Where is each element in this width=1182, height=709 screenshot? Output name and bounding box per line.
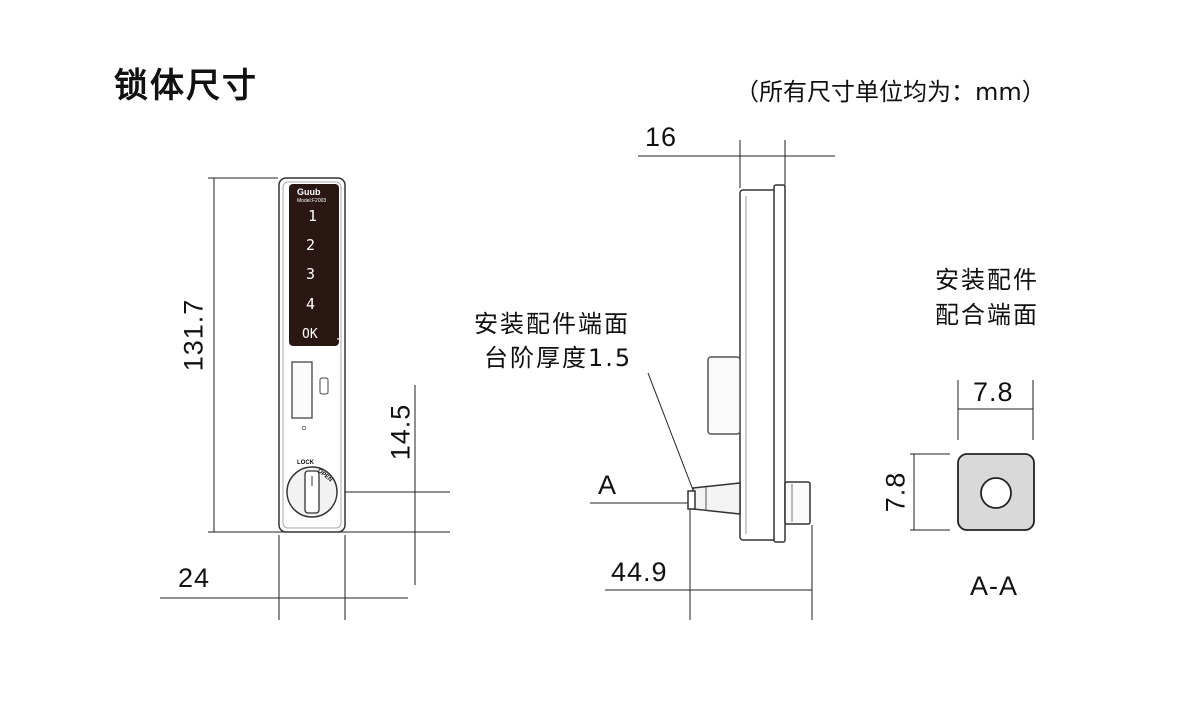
dim-total-44-9: 44.9 bbox=[611, 557, 668, 587]
dim-knob-14-5: 14.5 bbox=[385, 403, 416, 461]
lock-front-view bbox=[278, 177, 346, 533]
section-dim-width: 7.8 bbox=[973, 377, 1014, 407]
knob-handle bbox=[304, 470, 320, 514]
front-dimension-lines bbox=[160, 177, 450, 620]
section-hole bbox=[980, 477, 1012, 509]
callout-line-2: 台阶厚度1.5 bbox=[484, 344, 633, 372]
dim-depth-16: 16 bbox=[645, 122, 678, 152]
side-dimension-lines bbox=[590, 140, 835, 620]
key-2: 2 bbox=[306, 236, 316, 254]
page-title: 锁体尺寸 bbox=[114, 66, 258, 106]
lock-side-view bbox=[687, 184, 811, 543]
dim-height-131-7: 131.7 bbox=[178, 298, 209, 372]
section-marker-a: A bbox=[598, 470, 618, 500]
keypad-panel bbox=[289, 184, 339, 346]
key-4: 4 bbox=[306, 295, 316, 313]
brand-logo: Guub bbox=[297, 187, 321, 197]
dim-width-24: 24 bbox=[178, 563, 211, 593]
key-slot bbox=[291, 361, 313, 419]
callout-line-1: 安装配件端面 bbox=[474, 310, 630, 338]
section-label-2: 配合端面 bbox=[935, 301, 1039, 329]
key-ok: OK bbox=[302, 327, 318, 342]
section-caption: A-A bbox=[970, 571, 1019, 601]
indicator-window bbox=[319, 377, 329, 395]
section-dim-height: 7.8 bbox=[880, 471, 911, 513]
model-label: Model:F2003 bbox=[297, 198, 327, 204]
knob-lock-label: LOCK bbox=[297, 460, 314, 466]
key-1: 1 bbox=[308, 207, 318, 225]
unit-note: （所有尺寸单位均为：mm） bbox=[735, 78, 1046, 106]
key-3: 3 bbox=[306, 265, 316, 283]
section-label-1: 安装配件 bbox=[935, 266, 1039, 294]
section-view bbox=[910, 380, 1035, 531]
